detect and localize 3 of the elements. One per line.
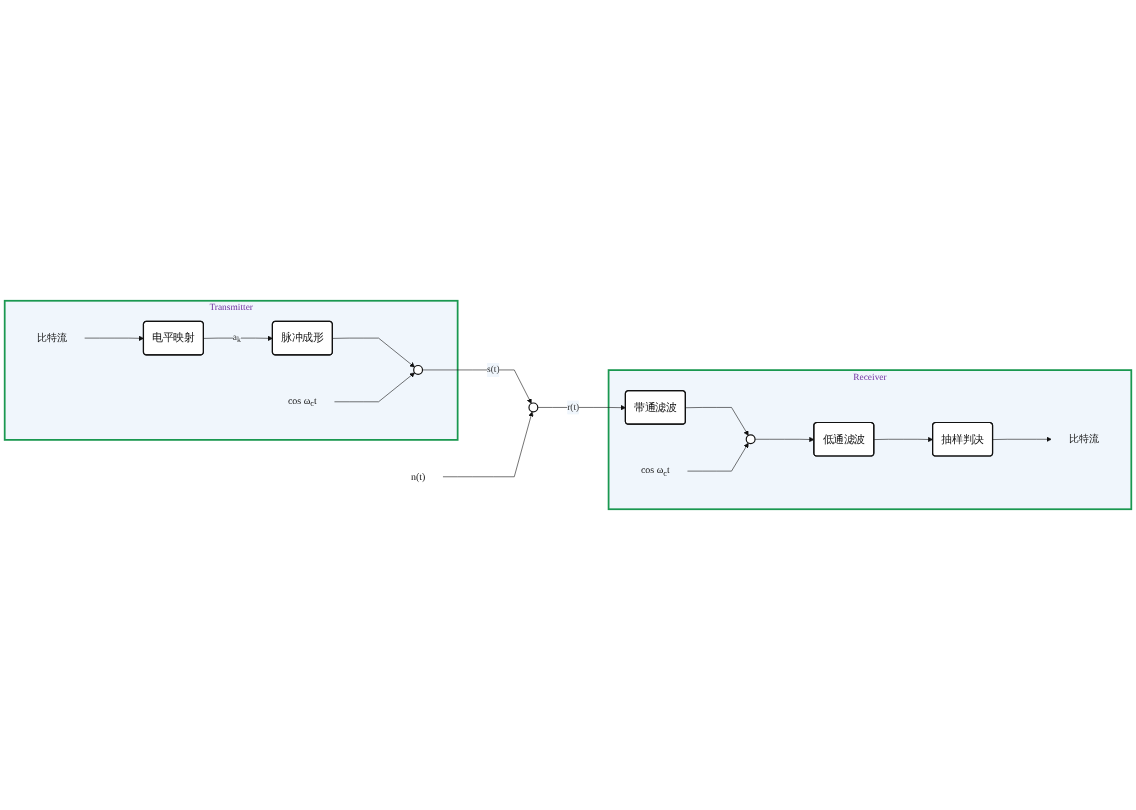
node-circle xyxy=(745,434,756,445)
node-circle xyxy=(528,402,539,413)
node-circle xyxy=(413,364,424,375)
